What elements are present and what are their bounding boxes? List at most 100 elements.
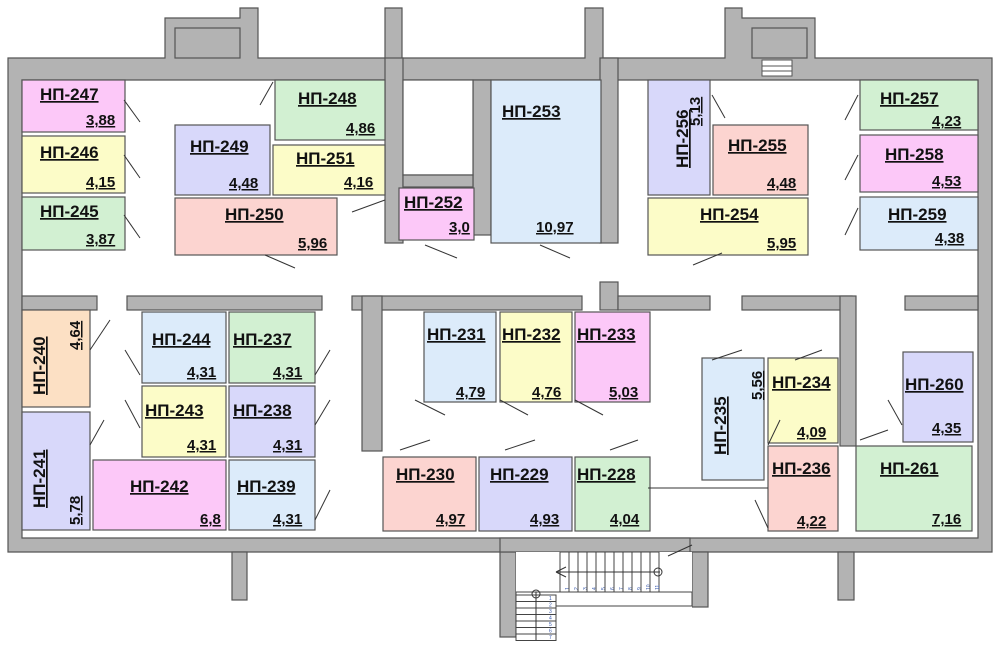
room-fill bbox=[701, 357, 765, 481]
stair-start-mark bbox=[653, 567, 663, 577]
corridor-wall-2 bbox=[126, 295, 323, 311]
room-fill bbox=[92, 459, 227, 531]
room-label: НП-230 bbox=[396, 465, 455, 484]
stair-number: 7 bbox=[619, 587, 625, 590]
room-fill bbox=[423, 311, 497, 403]
door-swing bbox=[844, 154, 859, 181]
room-230: НП-230 4,97 bbox=[382, 456, 477, 532]
corridor-wall-6 bbox=[741, 295, 853, 311]
room-area: 5,03 bbox=[609, 384, 638, 401]
door-swing bbox=[859, 429, 889, 441]
room-area: 4,16 bbox=[344, 174, 373, 191]
door-swing bbox=[314, 489, 331, 521]
room-area: 4,04 bbox=[610, 511, 640, 528]
room-area: 4,48 bbox=[767, 175, 796, 192]
room-area: 4,31 bbox=[273, 437, 302, 454]
room-label: НП-235 bbox=[711, 396, 730, 455]
stair-number: 9 bbox=[637, 587, 643, 590]
room-fill bbox=[398, 187, 475, 241]
room-label: НП-248 bbox=[298, 89, 357, 108]
door-swing bbox=[123, 154, 141, 179]
room-area: 4,93 bbox=[530, 511, 559, 528]
room-label: НП-256 bbox=[673, 109, 692, 168]
stair-number: 6 bbox=[549, 629, 552, 635]
door-swing bbox=[89, 319, 111, 351]
room-fill bbox=[21, 196, 126, 251]
room-fill bbox=[21, 135, 126, 194]
room-label: НП-249 bbox=[190, 137, 249, 156]
room-label: НП-261 bbox=[880, 459, 939, 478]
room-label: НП-246 bbox=[40, 143, 99, 162]
door-swing bbox=[887, 399, 903, 426]
room-label: НП-232 bbox=[502, 325, 561, 344]
corridor-wall-7 bbox=[904, 295, 979, 311]
room-area: 3,0 bbox=[449, 219, 470, 236]
room-fill bbox=[647, 197, 809, 256]
room-fill bbox=[174, 124, 271, 196]
right-wall bbox=[839, 295, 857, 447]
inner-wall-c bbox=[402, 174, 474, 188]
room-area: 4,97 bbox=[436, 511, 465, 528]
center-wall bbox=[361, 295, 383, 452]
room-area: 4,23 bbox=[932, 113, 961, 130]
room-area: 4,22 bbox=[797, 513, 826, 530]
room-label: НП-259 bbox=[888, 205, 947, 224]
door-swing bbox=[574, 399, 604, 416]
room-area: 4,09 bbox=[797, 424, 826, 441]
room-259: НП-259 4,38 bbox=[859, 196, 979, 251]
door-swing bbox=[499, 399, 529, 416]
room-area: 4,64 bbox=[67, 320, 84, 350]
room-fill bbox=[859, 196, 979, 251]
corridor-wall-4 bbox=[599, 281, 619, 311]
room-fill bbox=[21, 79, 126, 133]
room-fill bbox=[228, 385, 316, 458]
door-swing bbox=[259, 81, 274, 106]
room-area: 4,31 bbox=[187, 364, 216, 381]
room-label: НП-244 bbox=[152, 330, 211, 349]
door-swing bbox=[351, 199, 386, 213]
stair-wall-r bbox=[691, 551, 709, 608]
door-swing bbox=[539, 244, 571, 259]
stair-number: 10 bbox=[646, 584, 652, 590]
door-swing bbox=[124, 399, 141, 429]
door-swing bbox=[314, 349, 331, 376]
stair-number: 1 bbox=[549, 596, 552, 602]
room-fill bbox=[141, 311, 227, 384]
room-label: НП-255 bbox=[728, 136, 787, 155]
room-area: 4,48 bbox=[229, 175, 258, 192]
door-swing bbox=[314, 399, 331, 426]
door-swing bbox=[424, 244, 458, 259]
room-area: 5,56 bbox=[749, 371, 766, 400]
corridor-wall-1 bbox=[21, 295, 98, 311]
room-fill bbox=[859, 79, 979, 131]
door-swing bbox=[123, 214, 141, 239]
room-area: 4,35 bbox=[932, 420, 961, 437]
door-swing bbox=[609, 439, 639, 451]
room-area: 4,86 bbox=[346, 120, 375, 137]
corridor-wall-5 bbox=[617, 295, 711, 311]
door-swing bbox=[124, 349, 141, 376]
room-area: 4,38 bbox=[935, 230, 964, 247]
room-235: НП-235 5,56 bbox=[701, 357, 766, 481]
room-area: 5,78 bbox=[67, 496, 84, 525]
stair-number: 11 bbox=[655, 585, 661, 590]
room-fill bbox=[574, 311, 651, 403]
room-label: НП-231 bbox=[427, 325, 486, 344]
door-swing bbox=[414, 399, 446, 416]
room-area: 5,96 bbox=[298, 235, 327, 252]
room-228: НП-228 4,04 bbox=[574, 456, 651, 532]
room-label: НП-228 bbox=[577, 465, 636, 484]
room-label: НП-243 bbox=[145, 401, 204, 420]
